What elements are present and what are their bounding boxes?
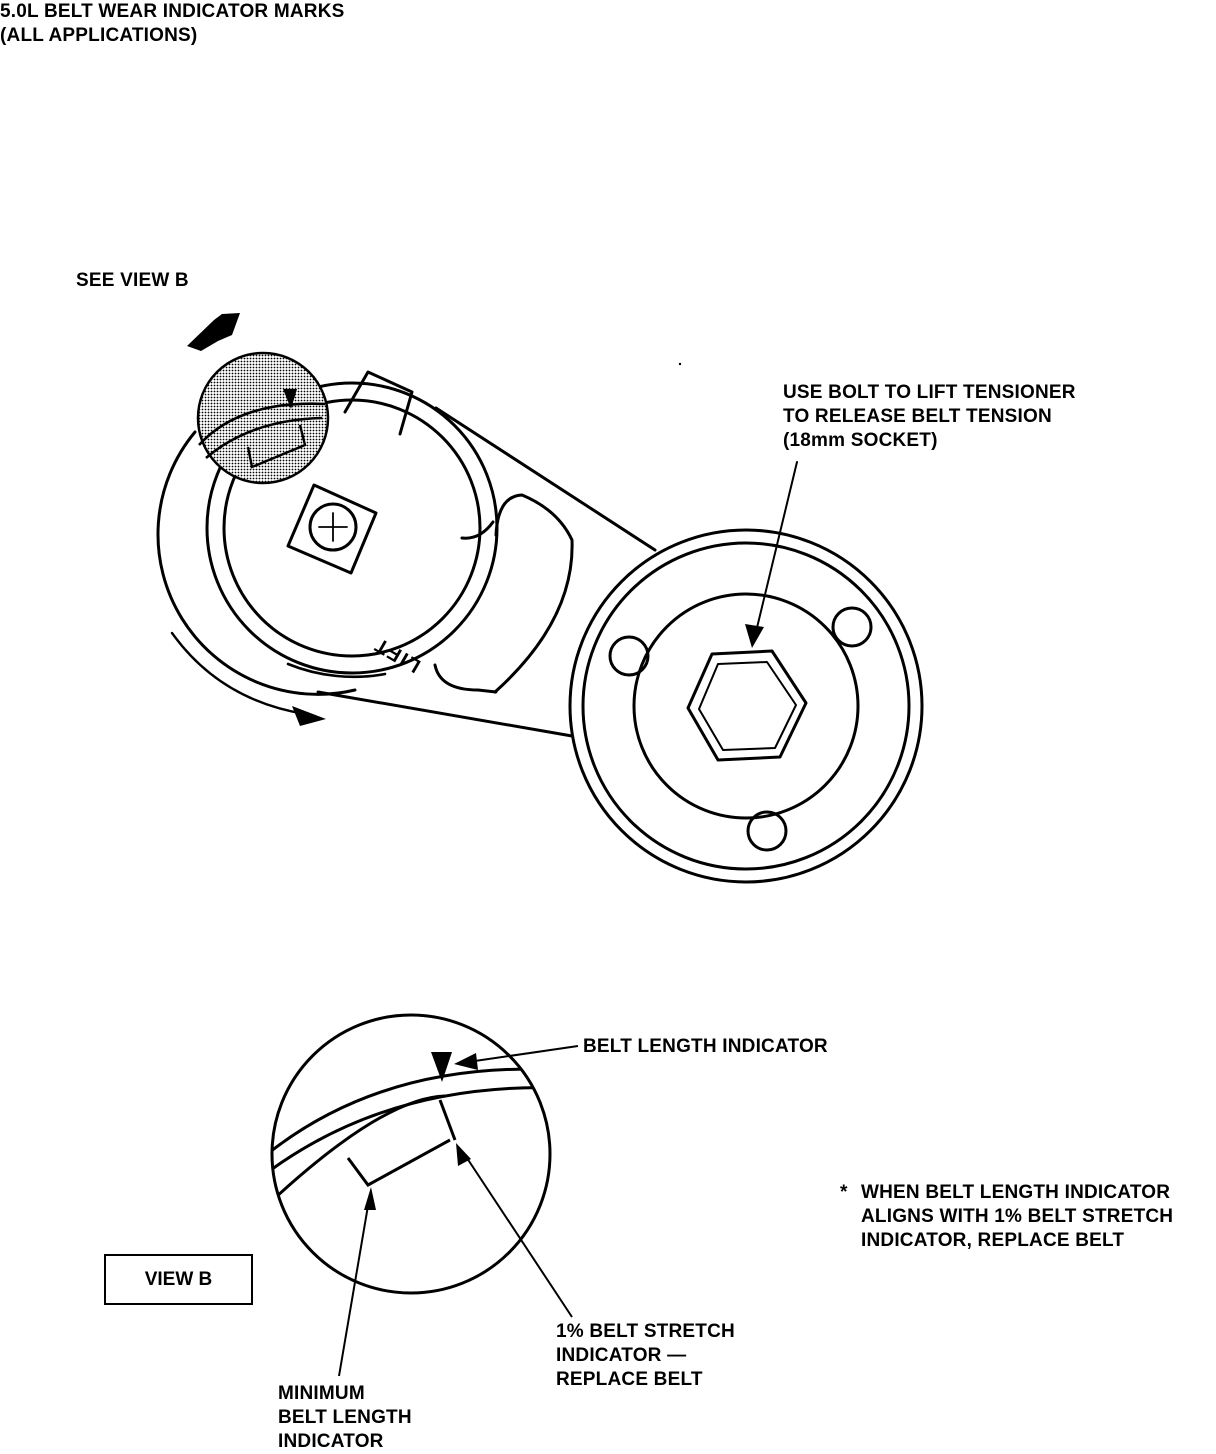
title-line-2: (ALL APPLICATIONS) — [0, 25, 198, 46]
idler-pulley-ring — [581, 541, 911, 871]
rotation-arc — [170, 631, 307, 716]
square-mount — [286, 483, 378, 575]
view-b-box: VIEW B — [104, 1254, 253, 1305]
view-b-detail — [270, 1013, 552, 1295]
stretch-leader-arrow — [456, 1143, 471, 1166]
view-b-box-label: VIEW B — [144, 1268, 213, 1290]
tensioner-arm-lower-edge — [316, 690, 574, 738]
tensioner-arm-inner-rib — [433, 663, 498, 694]
belt-length-leader-arrow — [454, 1053, 478, 1070]
tensioner-arm-rib — [493, 493, 574, 694]
tensioner-bolt-label: USE BOLT TO LIFT TENSIONER TO RELEASE BE… — [783, 381, 1076, 453]
hex-bolt-inner — [698, 661, 797, 751]
mount-bolt-cross — [318, 512, 348, 542]
hub-top-notch — [343, 370, 414, 436]
pulley-hole-left — [608, 635, 650, 677]
tensioner-label-line-1: USE BOLT TO LIFT TENSIONER — [783, 382, 1076, 403]
stretch-leader — [462, 1151, 573, 1318]
belt-length-leader — [467, 1045, 579, 1063]
rotation-arrowhead — [292, 706, 326, 726]
tensioner-label-line-2: TO RELEASE BELT TENSION — [783, 406, 1052, 427]
mount-bolt — [308, 502, 358, 552]
hex-bolt-outer — [686, 649, 808, 762]
pulley-hole-bottom — [746, 810, 788, 852]
idler-pulley-outer — [568, 528, 924, 884]
stretch-label-line-1: 1% BELT STRETCH — [556, 1321, 735, 1342]
diagram-title: 5.0L BELT WEAR INDICATOR MARKS (ALL APPL… — [0, 0, 345, 48]
pulley-hole-right — [831, 606, 873, 648]
tensioner-leader-line — [754, 461, 798, 637]
note-asterisk: * — [840, 1182, 848, 1203]
pivot-outer-arc — [156, 430, 357, 696]
note-line-3: INDICATOR, REPLACE BELT — [861, 1230, 1125, 1251]
idler-pulley-face — [632, 592, 860, 820]
note-line-2: ALIGNS WITH 1% BELT STRETCH — [861, 1206, 1174, 1227]
stretch-label-line-3: REPLACE BELT — [556, 1369, 703, 1390]
title-line-1: 5.0L BELT WEAR INDICATOR MARKS — [0, 1, 345, 22]
min-label-line-3: INDICATOR — [278, 1431, 384, 1452]
hex-bolt-arrowhead — [745, 624, 764, 648]
see-view-b-label: SEE VIEW B — [76, 270, 189, 291]
pivot-hub-outer — [205, 381, 499, 675]
magnifier-circle — [196, 351, 330, 485]
tensioner-arm-upper-edge — [434, 406, 657, 552]
tensioner-label-line-3: (18mm SOCKET) — [783, 430, 938, 451]
min-label-line-1: MINIMUM — [278, 1383, 365, 1404]
note-line-1: WHEN BELT LENGTH INDICATOR — [861, 1182, 1171, 1203]
minimum-leader-arrow — [364, 1187, 376, 1210]
see-view-b-arrow — [187, 313, 240, 351]
belt-length-indicator-label: BELT LENGTH INDICATOR — [583, 1036, 828, 1057]
belt-stretch-indicator-label: 1% BELT STRETCH INDICATOR — REPLACE BELT — [556, 1320, 735, 1392]
minimum-leader — [338, 1193, 371, 1377]
stretch-label-line-2: INDICATOR — — [556, 1345, 687, 1366]
lift-arc — [286, 662, 387, 679]
minimum-belt-length-label: MINIMUM BELT LENGTH INDICATOR — [278, 1382, 412, 1454]
min-label-line-2: BELT LENGTH — [278, 1407, 412, 1428]
hub-right-notch — [460, 520, 495, 540]
